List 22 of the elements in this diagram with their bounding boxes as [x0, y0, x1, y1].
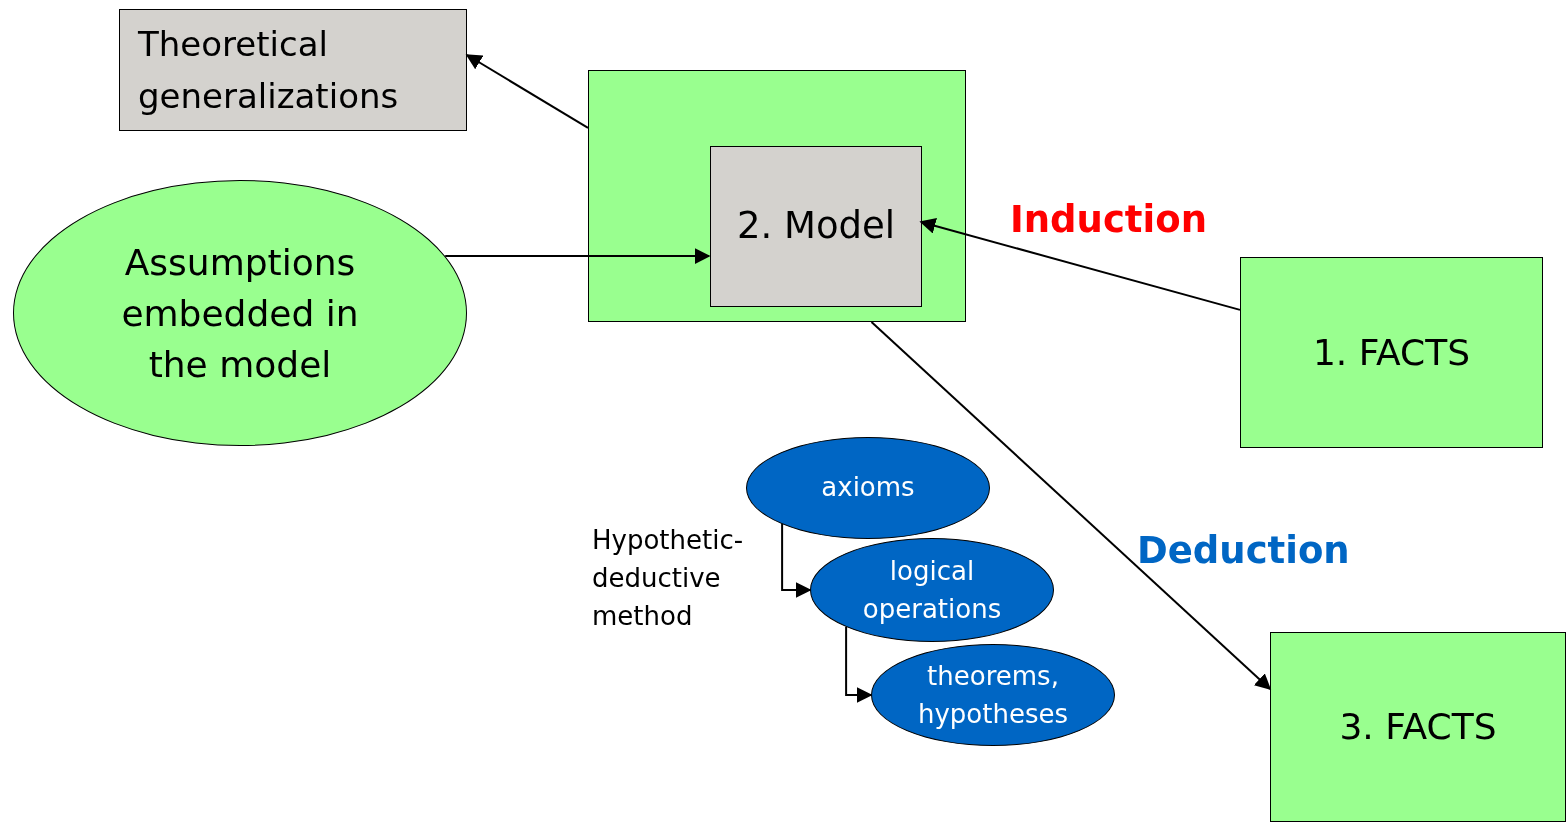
deduction-label: Deduction [1137, 529, 1350, 572]
node-label: logical operations [861, 555, 1003, 626]
node-label: 1. FACTS [1312, 330, 1471, 375]
arrow [465, 54, 589, 129]
elbow-arrow [845, 626, 873, 703]
node-label: axioms [821, 472, 915, 504]
process-box [588, 70, 966, 322]
node-label: Assumptions embedded in the model [120, 240, 360, 387]
arrow [444, 248, 711, 265]
concept-box [710, 146, 922, 307]
node-label: Theoretical generalizations [138, 23, 400, 118]
node-label: 3. FACTS [1339, 705, 1497, 749]
arrow [870, 321, 1272, 691]
arrow [919, 218, 1241, 311]
induction-label: Induction [1010, 198, 1207, 241]
node-label: 2. Model [736, 204, 896, 249]
elbow-arrow [781, 522, 812, 598]
process-box [1240, 257, 1543, 448]
method-label: Hypothetic- deductive method [592, 524, 745, 633]
node-label: theorems, hypotheses [916, 660, 1069, 731]
concept-box [119, 9, 467, 131]
process-box [1270, 632, 1566, 822]
